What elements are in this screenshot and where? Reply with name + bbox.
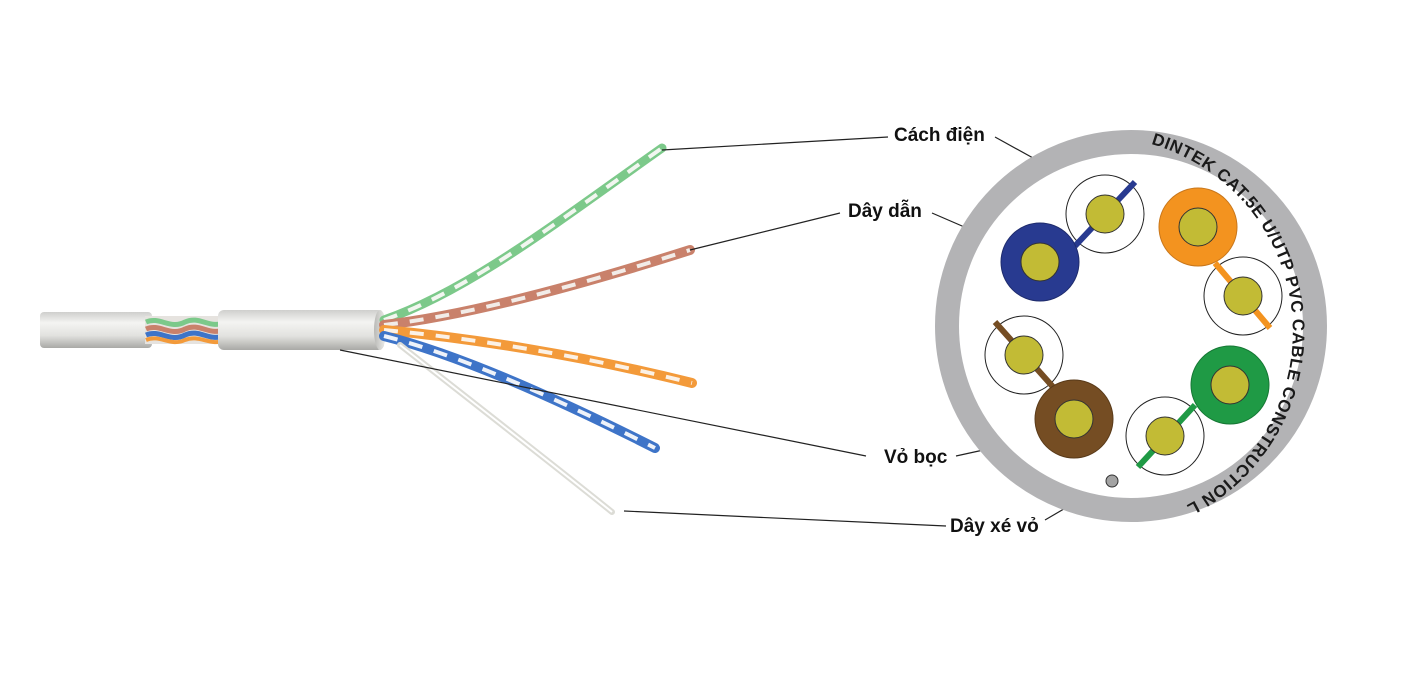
leader-conductor-left bbox=[689, 212, 841, 251]
leader-lines bbox=[339, 136, 1111, 527]
leader-ripcord-left bbox=[623, 510, 947, 527]
wire-brown bbox=[1034, 379, 1114, 459]
wire-white-blue bbox=[1065, 174, 1145, 254]
label-conductor: Dây dẫn bbox=[848, 200, 922, 222]
wire-white-orange bbox=[1203, 256, 1283, 336]
cable-illustration bbox=[40, 143, 697, 515]
ripcord-dot bbox=[1105, 474, 1119, 488]
blue-pair bbox=[379, 331, 660, 453]
brown-pair bbox=[379, 245, 695, 330]
wire-orange bbox=[1158, 187, 1238, 267]
wire-white-brown bbox=[984, 315, 1064, 395]
green-pair bbox=[379, 143, 667, 325]
label-jacket: Vỏ bọc bbox=[884, 447, 948, 468]
leader-insulation-left bbox=[661, 136, 889, 151]
label-ripcord: Dây xé vỏ bbox=[950, 516, 1039, 537]
label-insulation: Cách điện bbox=[894, 125, 985, 146]
exposed-pairs bbox=[145, 316, 228, 345]
wire-white-green bbox=[1125, 396, 1205, 476]
jacket-left-segment bbox=[40, 312, 152, 348]
orange-pair bbox=[379, 325, 697, 388]
wire-green bbox=[1190, 345, 1270, 425]
wire-blue bbox=[1000, 222, 1080, 302]
leader-jacket-left bbox=[339, 349, 867, 457]
jacket-main-segment bbox=[218, 310, 384, 350]
